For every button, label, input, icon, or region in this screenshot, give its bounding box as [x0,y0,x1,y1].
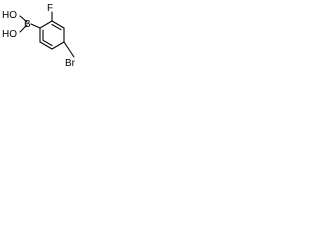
bond-boron-to-hydroxyl-top [19,15,28,23]
atom-hydroxyl-bottom-label: HO [2,29,17,40]
ring-bond-bottom-left [39,41,53,50]
atom-bromine-label: Br [65,58,76,69]
ring-bond-bottom-right [51,41,65,50]
atom-boron-label: B [24,19,31,30]
atom-hydroxyl-top-label: HO [2,10,17,21]
ring-double-bond-top-right [51,23,62,31]
molecule-structure: F B HO HO Br [2,3,76,69]
atom-fluorine-label: F [47,3,53,14]
bond-boron-to-hydroxyl-bottom [19,24,28,33]
ring-bond-top-right [51,20,65,29]
bond-ring-to-boron [30,23,41,29]
ring-bond-top-left [39,20,53,29]
bond-ring-to-bromine [63,41,75,58]
ring-double-bond-bottom-left [42,39,53,47]
